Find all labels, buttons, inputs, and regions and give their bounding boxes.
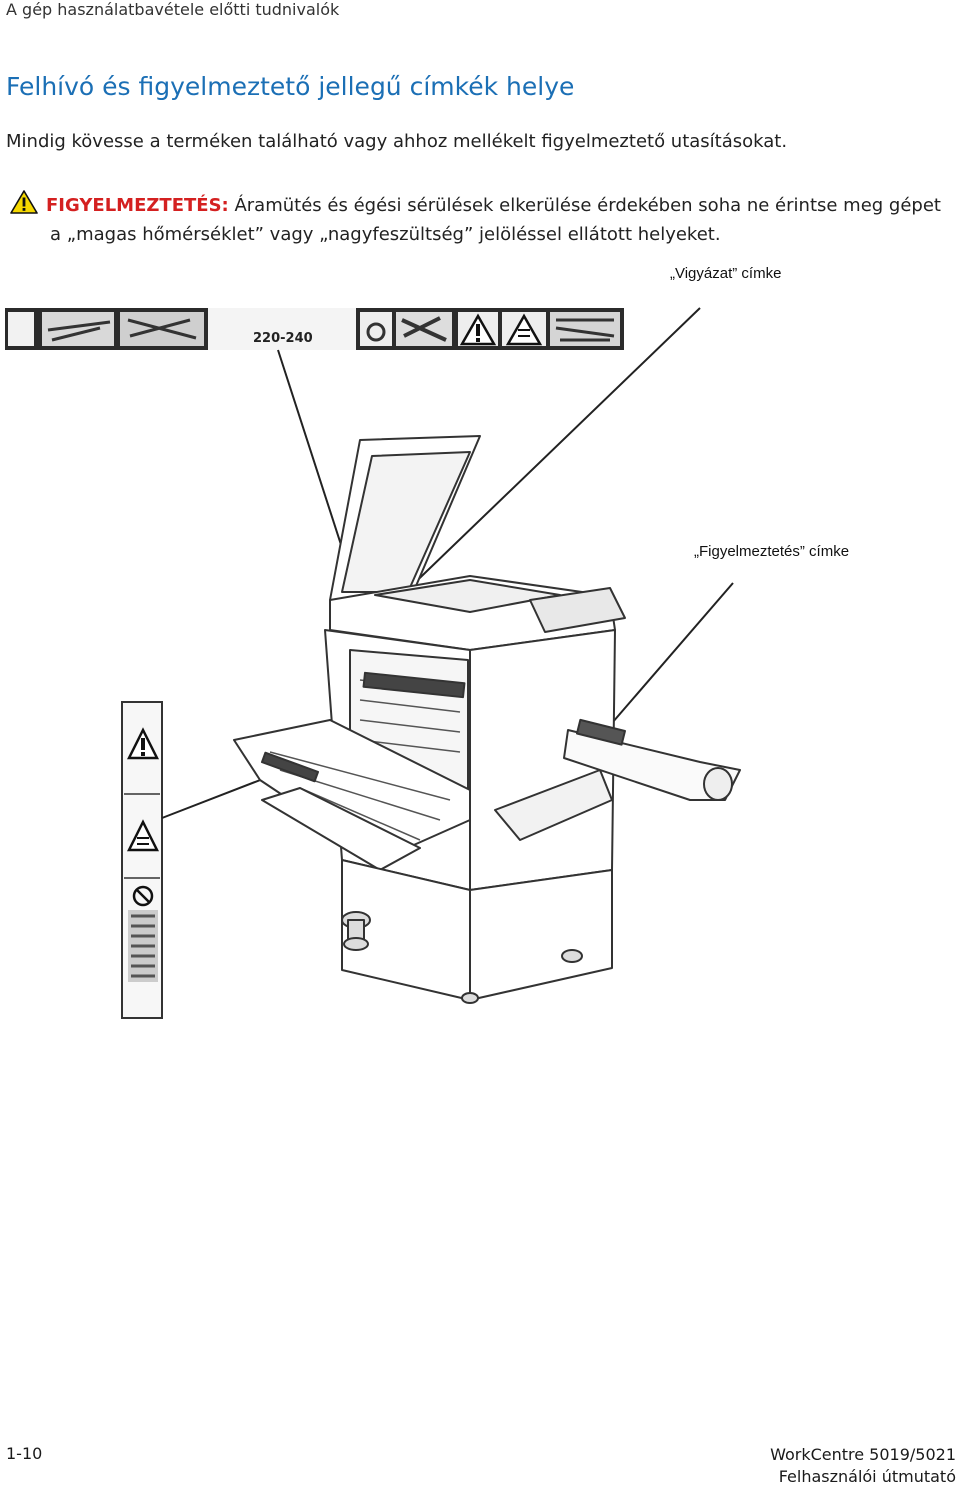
footer-product: WorkCentre 5019/5021 xyxy=(770,1445,956,1464)
machine-label-diagram: 220-240 xyxy=(5,307,741,1019)
warning-block: FIGYELMEZTETÉS: Áramütés és égési sérülé… xyxy=(10,190,955,245)
section-title: Felhívó és figyelmeztető jellegű címkék … xyxy=(6,72,575,101)
page-number: 1-10 xyxy=(6,1444,43,1463)
footer-product-info: WorkCentre 5019/5021 Felhasználói útmuta… xyxy=(770,1444,956,1488)
warning-text-line1: Áramütés és égési sérülések elkerülése é… xyxy=(228,195,941,216)
copier-illustration xyxy=(233,435,741,1004)
callout-warning-label: „Figyelmeztetés” címke xyxy=(694,543,850,560)
callout-caution-label: „Vigyázat” címke xyxy=(670,265,782,282)
warning-triangle-icon xyxy=(10,190,38,224)
warning-text-line2: a „magas hőmérséklet” vagy „nagyfeszülts… xyxy=(50,224,721,245)
intro-text: Mindig kövesse a terméken található vagy… xyxy=(6,131,788,152)
footer-guide: Felhasználói útmutató xyxy=(778,1467,956,1486)
warning-keyword: FIGYELMEZTETÉS: xyxy=(46,195,229,216)
label-strip-voltage: 220-240 xyxy=(253,331,313,346)
label-strip-vertical xyxy=(121,701,163,1019)
label-strip-horizontal: 220-240 xyxy=(5,308,624,350)
running-header: A gép használatbavétele előtti tudnivaló… xyxy=(6,0,340,19)
